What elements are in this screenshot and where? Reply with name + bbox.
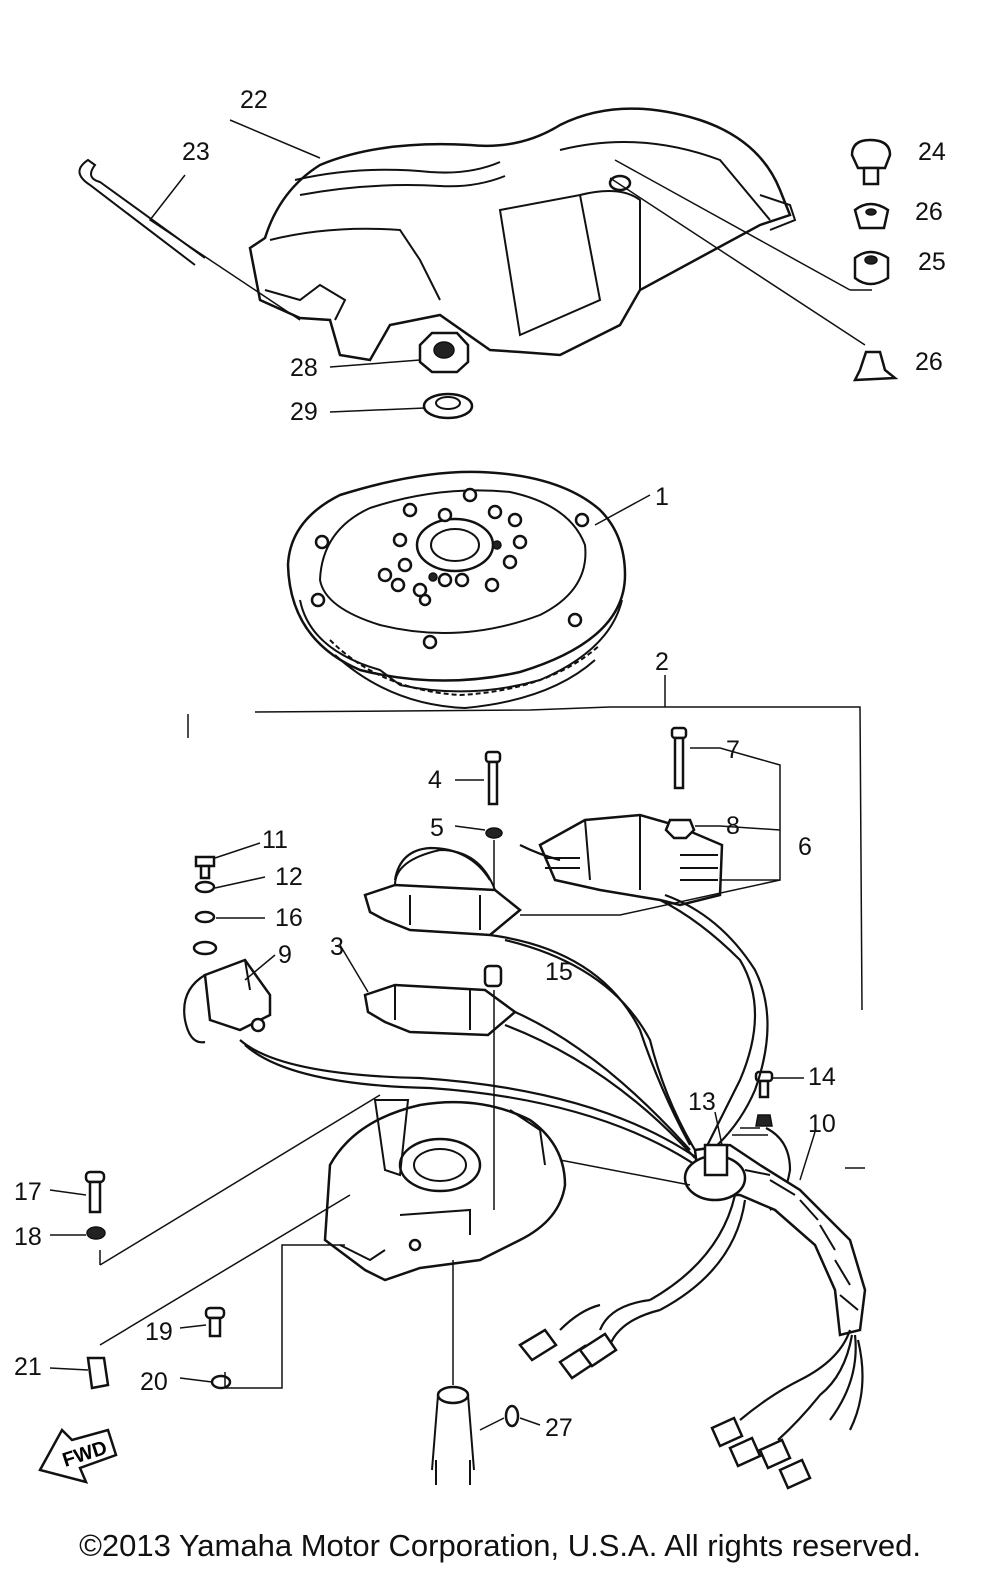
label-part-23: 23	[182, 138, 210, 166]
screw-11	[194, 855, 216, 880]
washer-12	[194, 880, 216, 894]
part-labels: 22 23 24 26 25 26 28 29 1 2 4 7 5 8 11 6…	[14, 86, 946, 1442]
label-part-6: 6	[798, 833, 812, 861]
fwd-arrow-icon: FWD	[38, 1427, 118, 1484]
cover-washer	[422, 392, 474, 420]
washer-18	[86, 1226, 106, 1240]
bolt-19	[204, 1306, 226, 1338]
copyright-notice: ©2013 Yamaha Motor Corporation, U.S.A. A…	[79, 1528, 921, 1563]
label-part-20: 20	[140, 1368, 168, 1396]
label-part-26-upper: 26	[915, 198, 943, 226]
crankshaft-end	[431, 1385, 475, 1485]
label-part-7: 7	[726, 736, 740, 764]
pulser-coil-lower	[363, 983, 518, 1037]
washer-16	[194, 910, 216, 924]
cover-knob	[850, 138, 892, 186]
cover-collar-nut	[853, 250, 890, 286]
label-part-29: 29	[290, 398, 318, 426]
flywheel	[286, 470, 627, 710]
connectors	[518, 1328, 812, 1490]
cover-rod	[78, 158, 206, 266]
label-part-1: 1	[655, 483, 669, 511]
label-part-3: 3	[330, 933, 344, 961]
label-part-8: 8	[726, 812, 740, 840]
label-part-25: 25	[918, 248, 946, 276]
cover-nut	[418, 331, 470, 374]
bolt-7	[670, 726, 688, 790]
label-part-4: 4	[428, 766, 442, 794]
label-part-15: 15	[545, 958, 573, 986]
dowel-21	[86, 1356, 110, 1390]
label-part-26-lower: 26	[915, 348, 943, 376]
washer-8	[664, 818, 696, 840]
label-part-24: 24	[918, 138, 946, 166]
grommet-upper	[853, 202, 890, 230]
label-part-9: 9	[278, 941, 292, 969]
label-part-10: 10	[808, 1110, 836, 1138]
spacer-sleeve	[483, 964, 503, 988]
flywheel-cover	[248, 107, 797, 362]
label-part-2: 2	[655, 648, 669, 676]
label-part-5: 5	[430, 814, 444, 842]
label-part-14: 14	[808, 1063, 836, 1091]
bolt-4	[484, 750, 502, 806]
bolt-17	[84, 1170, 106, 1214]
label-part-27: 27	[545, 1414, 573, 1442]
stator-base	[323, 1099, 567, 1282]
label-part-12: 12	[275, 863, 303, 891]
wiring	[239, 844, 867, 1441]
washer-5	[485, 827, 503, 839]
label-part-17: 17	[14, 1178, 42, 1206]
label-part-13: 13	[688, 1088, 716, 1116]
screw-14	[754, 1070, 774, 1099]
label-part-16: 16	[275, 904, 303, 932]
woodruff-key	[504, 1404, 520, 1428]
label-part-21: 21	[14, 1353, 42, 1381]
label-part-11: 11	[262, 826, 288, 854]
grommet-lower	[852, 350, 899, 382]
ignition-coil	[183, 958, 272, 1044]
label-part-22: 22	[240, 86, 268, 114]
label-part-28: 28	[290, 354, 318, 382]
pulser-coil-upper	[363, 848, 522, 937]
washer-20	[210, 1374, 232, 1390]
leader-lines	[49, 119, 816, 1431]
label-part-18: 18	[14, 1223, 42, 1251]
label-part-19: 19	[145, 1318, 173, 1346]
